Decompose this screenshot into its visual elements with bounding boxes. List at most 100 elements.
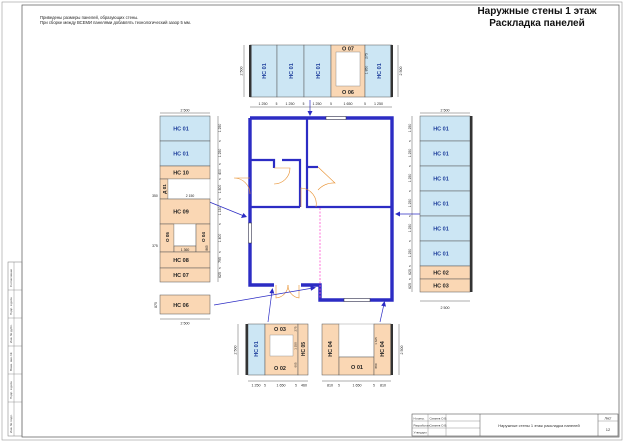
- plan-wall-north-east: [250, 116, 394, 302]
- bottom-left-dim-b4: 5: [295, 384, 297, 388]
- note-line-2: При сборке между ВСЕМИ панелями добавлят…: [40, 20, 191, 26]
- bottom-left-dim-1250: 1 250: [294, 342, 298, 350]
- bottom-left-panel-2: [297, 323, 309, 376]
- bottom-right-dim-b5: 810: [380, 384, 386, 388]
- top-dim-b7: 1 650: [344, 102, 353, 106]
- left-panel-2: [159, 140, 211, 167]
- left-dim-r7: 1 800: [218, 185, 222, 194]
- top-panel-2-label: НС 01: [289, 63, 295, 79]
- drawing-notes: Приведены размеры панелей, образующих ст…: [40, 15, 191, 25]
- stamp-inv-podl: Инв. № подл.: [9, 414, 13, 433]
- drawing-title-line1: Наружные стены 1 этаж: [477, 6, 597, 17]
- bottom-left-window-top-label: О 03: [274, 327, 286, 333]
- right-dim-bottom: 2 500: [441, 306, 450, 310]
- top-window-top-label: О 07: [342, 47, 354, 53]
- left-dim-r6: 5: [218, 178, 222, 180]
- left-dim-r13: 795: [218, 257, 222, 263]
- left-panel-4-label: НС 09: [173, 210, 189, 216]
- top-panel-4: [364, 44, 393, 98]
- top-dim-b6: 5: [330, 102, 332, 106]
- top-dim-b1: 1 250: [259, 102, 268, 106]
- top-window-opening: [335, 51, 361, 87]
- right-panel-4-label: НС 01: [433, 202, 449, 208]
- top-panel-3: [303, 44, 332, 98]
- plan-door-3: [300, 187, 317, 208]
- left-door-label: Д 01: [162, 184, 167, 194]
- top-dim-b5: 1 250: [313, 102, 322, 106]
- bottom-right-dim-height: 2 500: [400, 346, 404, 355]
- bottom-left-dim-b2: 5: [264, 384, 266, 388]
- left-dim-r14: 5: [218, 267, 222, 269]
- right-dim-l9: 1 250: [408, 224, 412, 233]
- plan-door-2: [317, 166, 336, 191]
- left-dim-width: 2 500: [181, 109, 190, 113]
- bottom-right-dim-b1: 810: [327, 384, 333, 388]
- left-panel-1-label: НС 01: [173, 127, 189, 133]
- sheet-frame: [21, 4, 620, 438]
- left-window-opening: [173, 223, 197, 247]
- side-stamp: Инв. № подл. Подп. и дата Взам. инв. № И…: [7, 261, 23, 437]
- pointer-bottom-right: [379, 303, 385, 323]
- left-panel-1: [159, 115, 211, 142]
- plan-wall-interior-4: [282, 158, 302, 207]
- left-dim-r9: 1 130: [218, 207, 222, 216]
- top-dim-height-right: 2 500: [399, 67, 403, 76]
- right-dim-l10: 5: [408, 240, 412, 242]
- right-dim-l1: 1 250: [408, 124, 412, 133]
- left-dim-r5: 400: [218, 169, 222, 175]
- top-panel-2: [276, 44, 305, 98]
- right-panel-6: [419, 240, 471, 267]
- left-panel-6-label: НС 07: [173, 273, 189, 279]
- pointer-left-single-head: [310, 285, 316, 291]
- right-panel-block: 2 500 НС 01 НС 01 НС 01 НС 01 НС 01 НС 0…: [408, 109, 473, 310]
- stamp-podp-data: Подп. и дата: [9, 381, 13, 399]
- left-dim-1360: 1 360: [181, 248, 190, 252]
- pointer-left-single: [213, 287, 314, 306]
- stamp-vzam-inv: Взам. инв. №: [9, 352, 13, 371]
- right-panel-2: [419, 140, 471, 167]
- plan-window-south: [343, 298, 371, 302]
- bottom-left-dim-b3: 1 650: [277, 384, 286, 388]
- right-panel-3-label: НС 01: [433, 177, 449, 183]
- left-window-2-label: О 04: [201, 232, 206, 242]
- right-dim-l11: 1 250: [408, 249, 412, 258]
- bottom-left-window-opening: [269, 334, 294, 357]
- plan-wall-south: [301, 283, 340, 302]
- left-dim-r15: 625: [218, 272, 222, 278]
- left-panel-4: [159, 198, 211, 225]
- pointer-right-head: [395, 211, 400, 217]
- right-corner-strip: [470, 116, 473, 292]
- note-line-1: Приведены размеры панелей, образующих ст…: [40, 15, 139, 20]
- left-dim-r12: 5: [218, 251, 222, 253]
- top-dim-window: 1 850: [365, 66, 369, 75]
- bottom-left-dim-height: 2 500: [234, 346, 238, 355]
- right-dim-l8: 5: [408, 215, 412, 217]
- bottom-left-panel-2-label: НС 05: [301, 342, 307, 356]
- plan-wall-interior-1: [305, 118, 392, 209]
- right-panel-3: [419, 165, 471, 192]
- bottom-left-window-bottom-label: О 02: [274, 366, 286, 372]
- left-dim-r11: 1 400: [218, 234, 222, 243]
- tb-role-2: Разработал: [414, 424, 431, 428]
- left-dim-r10: 5: [218, 223, 222, 225]
- right-dim-l2: 5: [408, 140, 412, 142]
- bottom-left-panel-block: НС 01 О 03 О 02 НС 05 275 1 250 665 2 50…: [234, 323, 309, 388]
- right-dim-l3: 1 250: [408, 149, 412, 158]
- left-panel-block: 2 500 НС 01 НС 01 НС 10 Д 01 НС 09 О 05 …: [152, 109, 222, 283]
- tb-role-1: Н.контр.: [414, 417, 426, 421]
- left-single-dim-height: 875: [154, 302, 158, 308]
- pointer-top-head: [307, 111, 313, 116]
- right-panel-1-label: НС 01: [433, 127, 449, 133]
- left-panel-6: [159, 267, 211, 283]
- plan-wall-west: [248, 118, 274, 287]
- pointer-bottom-right-head: [381, 301, 386, 307]
- left-dim-r4: 5: [218, 163, 222, 165]
- right-dim-l7: 1 250: [408, 199, 412, 208]
- floor-plan: [233, 116, 394, 302]
- drawing-title-line2: Раскладка панелей: [489, 18, 585, 29]
- tb-drawing-name: Наружные стены 1 этаж раскладка панелей: [498, 423, 580, 428]
- left-dim-door: 2 150: [186, 194, 195, 198]
- bottom-right-panel-block: НС 04 О 01 НС 04 1 625 880 2 500 810 5 1…: [321, 323, 404, 388]
